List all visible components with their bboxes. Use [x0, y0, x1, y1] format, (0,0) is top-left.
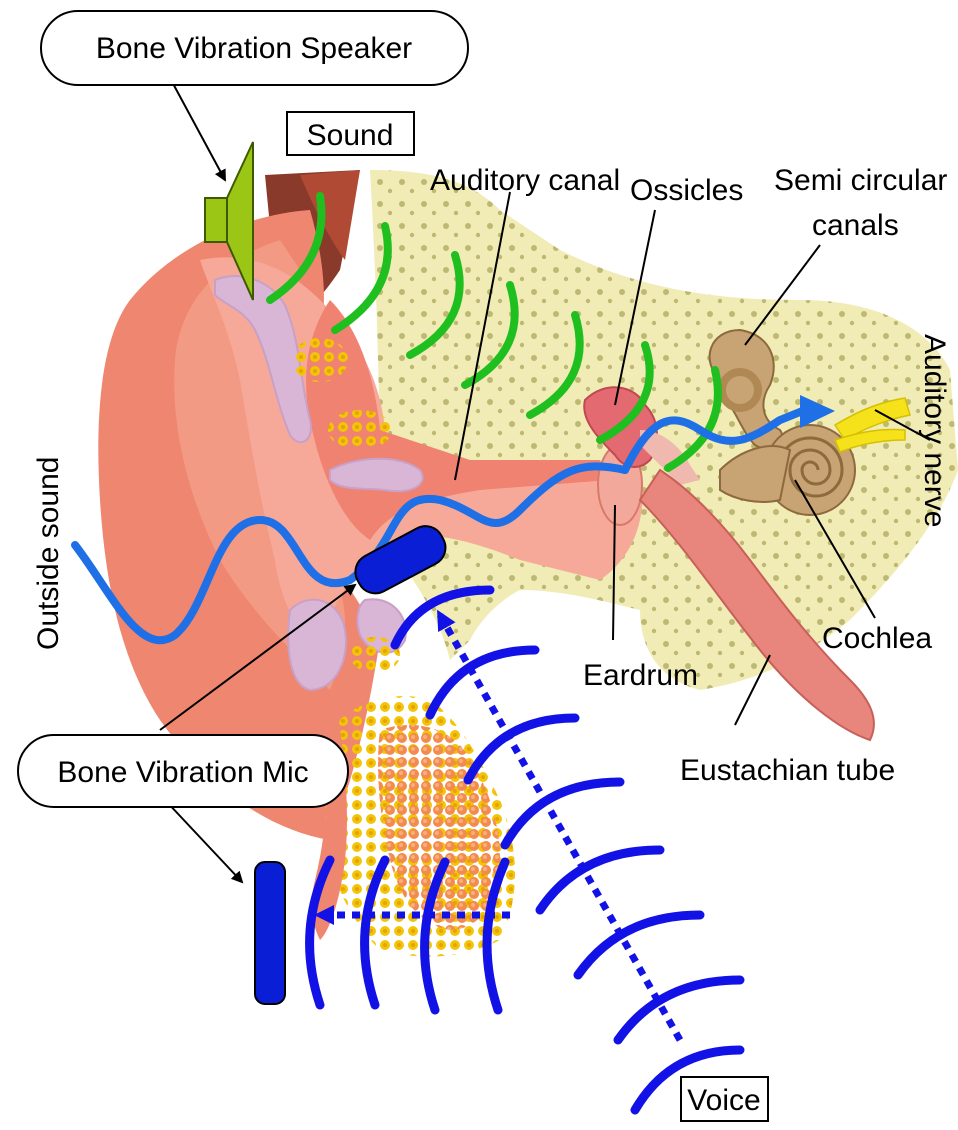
mic-icon — [255, 862, 285, 1004]
fat-deposit-1 — [292, 338, 348, 382]
auditory-canal-label: Auditory canal — [430, 164, 620, 197]
bone-vibration-speaker-label: Bone Vibration Speaker — [96, 32, 412, 65]
voice-label: Voice — [687, 1084, 760, 1117]
eustachian-tube-label: Eustachian tube — [680, 754, 895, 787]
auditory-nerve-label: Auditory nerve — [918, 334, 951, 527]
sound-label: Sound — [307, 119, 394, 152]
ossicles-label: Ossicles — [630, 174, 743, 207]
eardrum-label: Eardrum — [583, 659, 698, 692]
semi-circular-label-2: canals — [812, 209, 899, 242]
fat-deposit-2 — [328, 410, 392, 450]
cochlea-label: Cochlea — [822, 622, 932, 655]
semi-circular-label-1: Semi circular — [774, 164, 947, 197]
cartilage-middle — [330, 459, 423, 492]
bone-vibration-mic-label: Bone Vibration Mic — [57, 756, 308, 789]
outside-sound-label: Outside sound — [32, 457, 65, 650]
